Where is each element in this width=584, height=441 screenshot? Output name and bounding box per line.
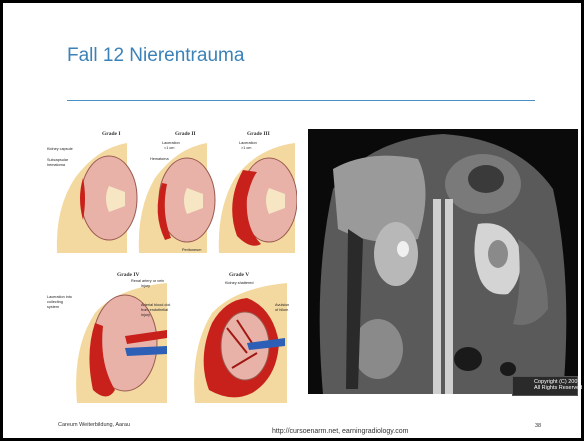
ct-coronal-image: [308, 129, 578, 394]
ct-left-kidney-laceration: [488, 240, 508, 268]
grade-2-panel: Grade II Laceration <1 cm Hematoma Perit…: [139, 131, 215, 253]
grade-4-anno-3: system: [47, 305, 59, 309]
ct-bowel-gas-2: [500, 362, 516, 376]
ct-right-kidney: [374, 222, 418, 286]
page-number: 38: [535, 423, 541, 429]
grade-2-anno-1: Laceration: [162, 141, 180, 145]
copyright-line-2: All Rights Reserved: [534, 385, 582, 391]
ct-spine-right: [445, 199, 453, 394]
grade-4-panel: Grade IV Laceration into collecting syst…: [47, 272, 171, 403]
grade-1-anno-1: Kidney capsule: [47, 147, 73, 151]
grade-4-anno-4: Renal artery or vein: [131, 279, 164, 283]
footer-source: http://cursoenarm.net, earningradiology.…: [272, 428, 408, 435]
ct-liver: [333, 156, 426, 243]
grade-1-label: Grade I: [102, 131, 121, 137]
grade-2-label: Grade II: [175, 131, 196, 137]
grade-4-anno-2: collecting: [47, 300, 63, 304]
grade-2-anno-4: Peritoneum: [182, 248, 201, 252]
grade-2-anno-2: <1 cm: [164, 146, 174, 150]
kidney-grade-illustration: Grade I Kidney capsule Subcapsular hemat…: [47, 128, 297, 403]
ct-spine-left: [433, 199, 441, 394]
ct-stomach-lumen: [468, 165, 504, 193]
grade-1-anno-3: hematoma: [47, 163, 66, 167]
copyright-text: Copyright (C) 2007 All Rights Reserved: [534, 379, 582, 391]
ct-scan-drawing: [308, 129, 578, 394]
grade-4-anno-8: injury: [141, 313, 150, 317]
grade-5-label: Grade V: [229, 272, 249, 278]
grade-3-anno-2: >1 cm: [241, 146, 251, 150]
grade-4-anno-1: Laceration into: [47, 295, 72, 299]
ct-bowel-gas-1: [454, 347, 482, 371]
slide-title: Fall 12 Nierentrauma: [67, 45, 244, 67]
grade-3-label: Grade III: [247, 131, 270, 137]
grade-5-panel: Grade V Kidney shattered Avulsion of hil…: [194, 272, 289, 403]
grade-2-anno-3: Hematoma: [150, 157, 169, 161]
grade-1-anno-2: Subcapsular: [47, 158, 69, 162]
grade-4-anno-7: from endothelial: [141, 308, 168, 312]
grade-4-anno-6: Arterial blood clot: [141, 303, 171, 307]
grade-5-anno-3: of hilum: [275, 308, 288, 312]
grade-3-panel: Grade III Laceration >1 cm: [219, 131, 297, 253]
ct-right-renal-pelvis: [397, 241, 409, 257]
grade-5-anno-2: Avulsion: [275, 303, 289, 307]
ct-bowel-loops: [353, 319, 403, 379]
footer-institution: Careum Weiterbildung, Aarau: [58, 422, 130, 428]
title-divider: [67, 100, 535, 101]
grade-1-panel: Grade I Kidney capsule Subcapsular hemat…: [47, 131, 137, 253]
grade-4-label: Grade IV: [117, 272, 139, 278]
grade-3-anno-1: Laceration: [239, 141, 257, 145]
grade-5-anno-1: Kidney shattered: [225, 281, 254, 285]
grade-4-anno-5: injury: [141, 284, 150, 288]
